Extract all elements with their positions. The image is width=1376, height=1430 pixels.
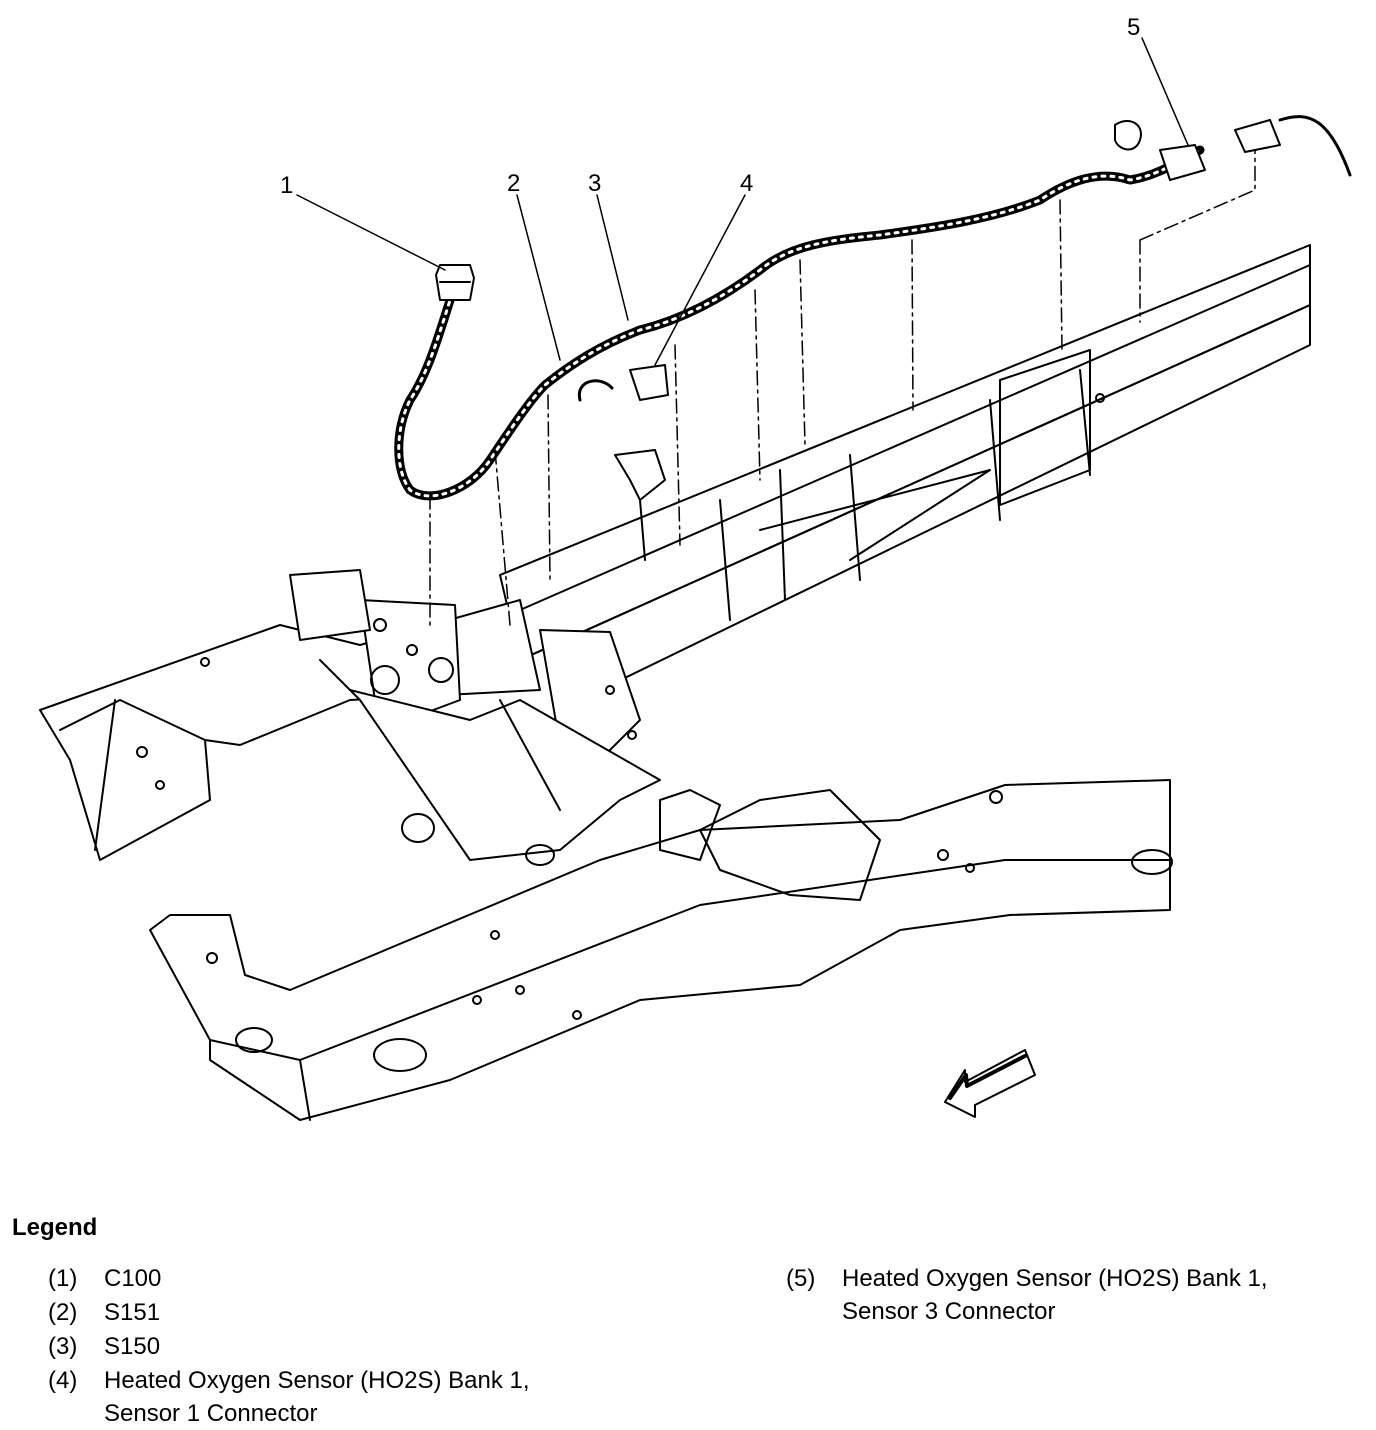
front-crossmember <box>149 779 1173 1121</box>
crossmember <box>319 659 661 866</box>
ho2s-sensor3-connector <box>1114 115 1352 181</box>
callout-1: 1 <box>280 172 293 199</box>
legend-title: Legend <box>12 1214 98 1241</box>
legend-item-number: (5) <box>786 1265 816 1292</box>
callout-3: 3 <box>588 170 601 197</box>
legend-item-text: S151 <box>104 1299 161 1326</box>
front-direction-arrow <box>944 1049 1036 1118</box>
harness-texture <box>397 148 1202 498</box>
legend-item-number: (4) <box>48 1367 78 1394</box>
clip-mount-lines <box>429 124 1256 626</box>
legend-item: (1) C100 <box>48 1262 530 1296</box>
callout-4: 4 <box>740 170 753 197</box>
legend-item: (5) Heated Oxygen Sensor (HO2S) Bank 1, … <box>786 1262 1268 1328</box>
c100-connector <box>435 264 475 301</box>
legend-item-number: (1) <box>48 1265 78 1292</box>
legend-right-column: (5) Heated Oxygen Sensor (HO2S) Bank 1, … <box>786 1262 1268 1328</box>
ho2s-sensor1-connector <box>577 364 669 561</box>
legend-item-text: S150 <box>104 1333 161 1360</box>
legend-item-number: (2) <box>48 1299 78 1326</box>
right-frame-rail <box>499 244 1311 691</box>
legend-left-column: (1) C100 (2) S151 (3) S150 (4) Heated Ox… <box>48 1262 530 1430</box>
legend-item-text: Heated Oxygen Sensor (HO2S) Bank 1, Sens… <box>842 1265 1268 1325</box>
callout-5: 5 <box>1127 14 1140 41</box>
legend-item-number: (3) <box>48 1333 78 1360</box>
legend-item-text: C100 <box>104 1265 162 1292</box>
legend-item: (4) Heated Oxygen Sensor (HO2S) Bank 1, … <box>48 1364 530 1430</box>
legend-item-text: Heated Oxygen Sensor (HO2S) Bank 1, Sens… <box>104 1367 530 1427</box>
legend-item: (3) S150 <box>48 1330 530 1364</box>
frame-harness-diagram: 1 2 3 4 5 <box>39 14 1352 1121</box>
callout-2: 2 <box>507 170 520 197</box>
callout-leaders <box>296 37 1189 366</box>
legend-item: (2) S151 <box>48 1296 530 1330</box>
